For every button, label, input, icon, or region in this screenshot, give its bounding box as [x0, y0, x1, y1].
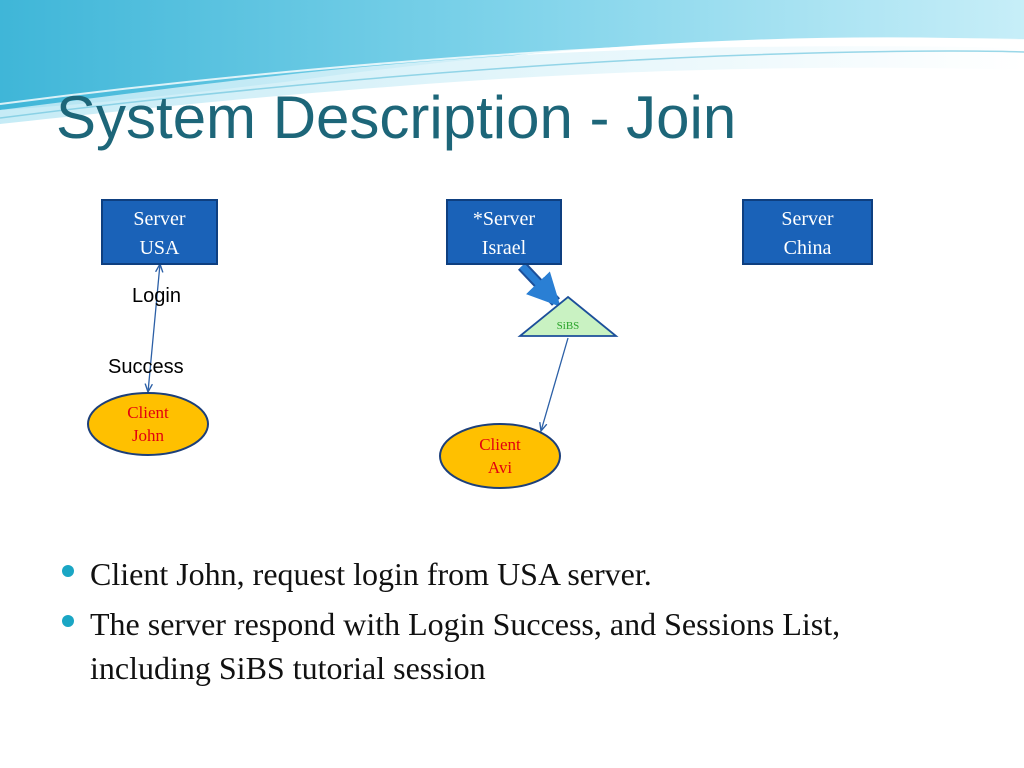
sibs-to-client-avi-arrow [541, 337, 569, 431]
bullet-text: Client John, request login from USA serv… [90, 556, 652, 592]
header-wave-decoration [0, 0, 1024, 124]
server-usa-box[interactable]: Server USA [101, 199, 218, 265]
join-diagram: Server USA *Server Israel Server China S… [87, 199, 873, 489]
bullet-list: Client John, request login from USA serv… [62, 552, 962, 696]
login-label: Login [132, 285, 181, 307]
sibs-session-node[interactable]: SiBS [517, 295, 619, 337]
bullet-dot-icon [62, 565, 74, 577]
client-avi-label-line1: Client [479, 435, 521, 454]
client-avi-label-line2: Avi [488, 458, 513, 477]
client-john-label-line2: John [132, 426, 165, 445]
israel-to-sibs-arrow-core [519, 263, 559, 305]
bullet-dot-icon [62, 615, 74, 627]
server-china-label-line2: China [784, 237, 832, 259]
bullet-item: Client John, request login from USA serv… [62, 552, 962, 596]
server-israel-label-line1: *Server [473, 208, 536, 230]
client-john-node[interactable]: Client John [87, 392, 209, 456]
server-china-label-line1: Server [781, 208, 834, 230]
client-john-label-line1: Client [127, 403, 169, 422]
server-usa-label-line1: Server [133, 208, 186, 230]
server-israel-label-line2: Israel [482, 237, 527, 259]
login-success-arrow [148, 264, 160, 392]
slide-title: System Description - Join [56, 84, 737, 151]
client-avi-node[interactable]: Client Avi [439, 423, 561, 489]
bullet-item: The server respond with Login Success, a… [62, 602, 962, 690]
bullet-text: The server respond with Login Success, a… [90, 606, 841, 686]
server-china-box[interactable]: Server China [742, 199, 873, 265]
server-usa-label-line2: USA [139, 237, 180, 259]
sibs-label: SiBS [557, 320, 580, 332]
server-israel-box[interactable]: *Server Israel [446, 199, 562, 265]
success-label: Success [108, 356, 184, 378]
